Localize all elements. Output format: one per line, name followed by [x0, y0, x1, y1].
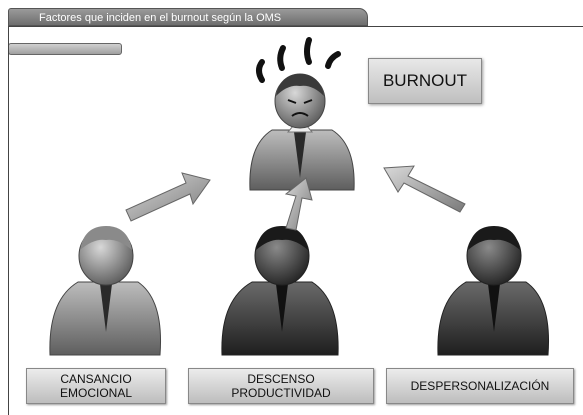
factor-label-line: PRODUCTIVIDAD [231, 386, 331, 400]
header-rule [8, 26, 583, 27]
arrow-icon [383, 165, 466, 213]
stressed-person-icon [249, 73, 355, 191]
arrow-icon [284, 177, 313, 231]
factor-label-line: DESPERSONALIZACIÓN [410, 379, 550, 393]
factor-box-cansancio: CANSANCIO EMOCIONAL [26, 368, 166, 404]
factor-label-line: EMOCIONAL [59, 386, 132, 400]
person-icon [437, 226, 549, 356]
slide-title: Factores que inciden en el burnout según… [8, 8, 368, 26]
arrow-icon [125, 172, 211, 222]
person-icon [221, 226, 339, 356]
factor-box-despersonalizacion: DESPERSONALIZACIÓN [386, 368, 574, 404]
factor-box-descenso: DESCENSO PRODUCTIVIDAD [188, 368, 374, 404]
person-icon [49, 226, 161, 356]
stress-lines [256, 37, 341, 83]
frame-left-border [8, 26, 9, 415]
factor-label-line: CANSANCIO [60, 372, 132, 386]
burnout-label: BURNOUT [368, 58, 482, 104]
factor-label-line: DESCENSO [247, 372, 315, 386]
